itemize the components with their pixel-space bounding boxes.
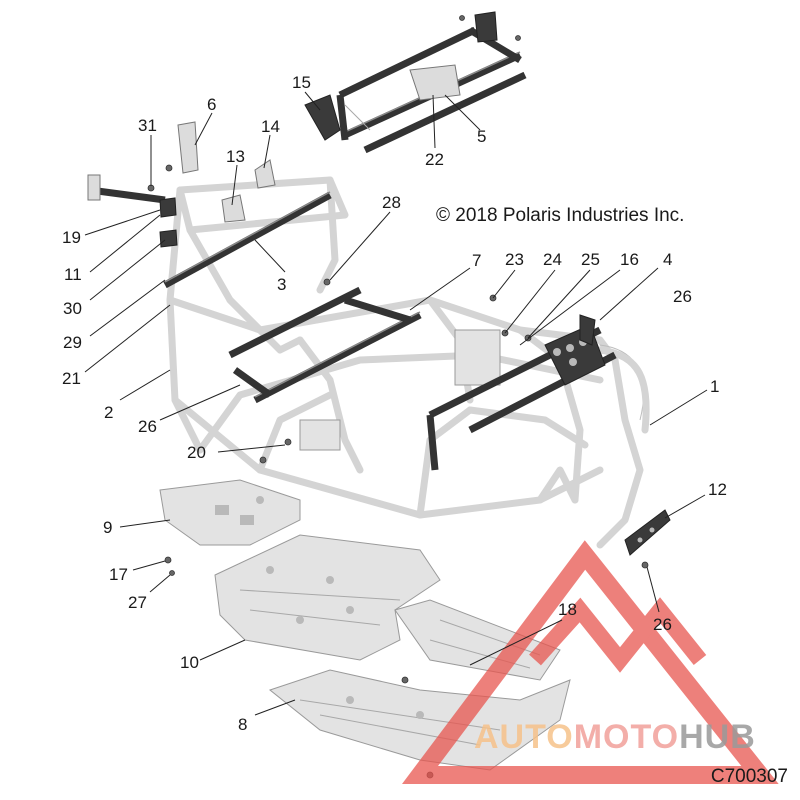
callout-16: 16: [620, 250, 639, 269]
part-30-block: [159, 229, 178, 248]
callout-13: 13: [226, 147, 245, 166]
callout-8: 8: [238, 715, 247, 734]
watermark-text: AUTOMOTOHUB: [474, 718, 756, 757]
rear-rack-assembly: [426, 314, 617, 471]
rack-side-bracket: [304, 94, 341, 141]
diagram-code: C700307: [710, 766, 788, 787]
small-brackets: [87, 121, 276, 248]
part-13-bracket: [221, 194, 246, 223]
callout-2: 2: [104, 403, 113, 422]
callout-17: 17: [109, 565, 128, 584]
part-6-bracket: [177, 121, 199, 174]
callout-24: 24: [543, 250, 562, 269]
watermark-text-auto: AUTO: [474, 718, 574, 756]
watermark-logo: [402, 540, 779, 784]
callout-3: 3: [277, 275, 286, 294]
callout-29: 29: [63, 333, 82, 352]
callout-1: 1: [710, 377, 719, 396]
callout-5: 5: [477, 127, 486, 146]
callout-9: 9: [103, 518, 112, 537]
watermark-text-moto: MOTO: [573, 718, 680, 756]
callout-20: 20: [187, 443, 206, 462]
part-3-bar: [163, 191, 332, 289]
callout-14: 14: [261, 117, 280, 136]
callout-25: 25: [581, 250, 600, 269]
rack-center-bracket: [409, 64, 461, 101]
upper-rack-assembly: [304, 11, 527, 154]
cross-bars: [163, 191, 422, 404]
callout-15: 15: [292, 73, 311, 92]
callout-28: 28: [382, 193, 401, 212]
part-11-bracket: [159, 197, 177, 218]
part-9-skid-plate: [159, 479, 301, 546]
part-19-bar: [89, 186, 166, 204]
callout-10: 10: [180, 653, 199, 672]
callout-6: 6: [207, 95, 216, 114]
watermark-text-hub: HUB: [679, 718, 756, 756]
callout-11: 11: [64, 265, 82, 284]
callout-23: 23: [505, 250, 524, 269]
part-10-floor-panel: [214, 534, 441, 661]
callout-labels: 1 2 3 4 5 6 7 8 9 10 11 12 13 14 15 16 1…: [62, 73, 727, 734]
rack-end-bracket: [474, 11, 498, 43]
callout-27: 27: [128, 593, 147, 612]
part-8-skid-plate: [268, 669, 571, 771]
callout-26-top: 26: [673, 287, 692, 306]
frame-bracket-plate: [454, 329, 501, 386]
copyright-notice: © 2018 Polaris Industries Inc.: [436, 205, 685, 226]
callout-4: 4: [663, 250, 672, 269]
callout-21: 21: [62, 369, 81, 388]
fasteners: [147, 15, 649, 779]
leader-lines: [84, 91, 708, 716]
callout-30: 30: [63, 299, 82, 318]
callout-18: 18: [558, 600, 577, 619]
part-7-bar: [253, 311, 422, 404]
part-26-bar: [228, 286, 362, 359]
callout-26-left: 26: [138, 417, 157, 436]
callout-22: 22: [425, 150, 444, 169]
callout-19: 19: [62, 228, 81, 247]
callout-31: 31: [138, 116, 157, 135]
main-frame: [166, 176, 650, 549]
callout-12: 12: [708, 480, 727, 499]
callout-7: 7: [472, 251, 481, 270]
callout-26-right: 26: [653, 615, 672, 634]
frame-bracket-plate: [299, 419, 341, 451]
part-12-plate: [624, 509, 671, 556]
